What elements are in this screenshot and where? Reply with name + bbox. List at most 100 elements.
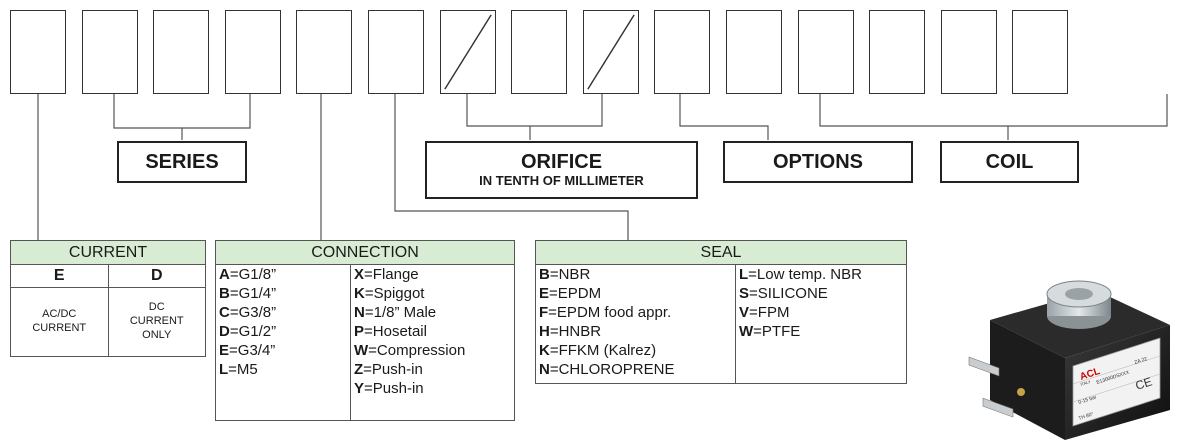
list-item-text: =Spiggot bbox=[364, 285, 425, 302]
list-item-code: P bbox=[354, 323, 365, 340]
code-box bbox=[940, 10, 997, 94]
seal-title: SEAL bbox=[535, 240, 907, 265]
list-item: H=HNBR bbox=[539, 322, 732, 341]
code-box bbox=[81, 10, 138, 94]
coil-image: ACL ITALY ZA 22 E13000DSXXX 0-15 bar TH … bbox=[968, 280, 1170, 440]
slash-icon bbox=[443, 14, 492, 90]
list-item: W=Compression bbox=[354, 341, 511, 360]
list-item: P=Hosetail bbox=[354, 322, 511, 341]
list-item-code: Z bbox=[354, 361, 364, 378]
list-item-code: N bbox=[539, 361, 550, 378]
list-item: A=G1/8” bbox=[219, 265, 347, 284]
code-box bbox=[654, 10, 711, 94]
list-item: K=Spiggot bbox=[354, 284, 511, 303]
list-item-text: =Flange bbox=[364, 266, 419, 283]
current-table: CURRENT E D AC/DC CURRENT DC CURRENT ONL… bbox=[10, 240, 206, 357]
list-item-code: L bbox=[219, 361, 229, 378]
code-box bbox=[153, 10, 210, 94]
list-item: Y=Push-in bbox=[354, 379, 511, 398]
list-item-text: =FPM bbox=[749, 304, 790, 321]
list-item: E=G3/4” bbox=[219, 341, 347, 360]
list-item: C=G3/8” bbox=[219, 303, 347, 322]
list-item-text: =HNBR bbox=[549, 323, 602, 340]
list-item-code: B bbox=[219, 285, 230, 302]
list-item-text: =CHLOROPRENE bbox=[549, 361, 675, 378]
list-item-text: =Compression bbox=[368, 342, 466, 359]
connection-col-left: A=G1/8”B=G1/4”C=G3/8”D=G1/2”E=G3/4”L=M5 bbox=[215, 264, 351, 421]
list-item-code: A bbox=[219, 266, 230, 283]
code-box bbox=[224, 10, 281, 94]
list-item-text: =G1/8” bbox=[229, 266, 277, 283]
list-item-code: W bbox=[354, 342, 369, 359]
orifice-title: ORIFICE bbox=[520, 151, 603, 174]
list-item-code: F bbox=[539, 304, 549, 321]
list-item: D=G1/2” bbox=[219, 322, 347, 341]
series-label: SERIES bbox=[117, 141, 247, 183]
list-item-code: S bbox=[739, 285, 750, 302]
list-item: K=FFKM (Kalrez) bbox=[539, 341, 732, 360]
connection-table: CONNECTION A=G1/8”B=G1/4”C=G3/8”D=G1/2”E… bbox=[215, 240, 515, 421]
list-item-text: =1/8” Male bbox=[364, 304, 437, 321]
list-item-code: N bbox=[354, 304, 365, 321]
list-item: Z=Push-in bbox=[354, 360, 511, 379]
code-box bbox=[368, 10, 424, 94]
list-item-text: =EPDM food appr. bbox=[548, 304, 672, 321]
list-item-code: K bbox=[354, 285, 365, 302]
code-box bbox=[511, 10, 568, 94]
coil-note: TH 80° bbox=[1078, 411, 1095, 422]
list-item-code: X bbox=[354, 266, 365, 283]
coil-brand-sub: ITALY bbox=[1080, 379, 1092, 387]
coil-ce-mark: CE bbox=[1134, 374, 1154, 392]
list-item-text: =Push-in bbox=[363, 361, 423, 378]
list-item: N=CHLOROPRENE bbox=[539, 360, 732, 379]
list-item-text: =Hosetail bbox=[364, 323, 427, 340]
coil-terminals bbox=[968, 356, 1025, 418]
code-box bbox=[797, 10, 854, 94]
connection-title: CONNECTION bbox=[215, 240, 515, 265]
list-item: S=SILICONE bbox=[739, 284, 903, 303]
code-box bbox=[726, 10, 782, 94]
slash-icon bbox=[587, 14, 635, 90]
list-item-text: =Low temp. NBR bbox=[748, 266, 862, 283]
series-bracket bbox=[113, 94, 251, 129]
code-box-slash bbox=[439, 10, 496, 94]
orifice-subtitle: IN TENTH OF MILLIMETER bbox=[479, 173, 644, 189]
coil-rating: 0-15 bar bbox=[1078, 394, 1098, 406]
list-item-text: =FFKM (Kalrez) bbox=[549, 342, 657, 359]
list-item-code: C bbox=[219, 304, 230, 321]
list-item-code: D bbox=[219, 323, 230, 340]
list-item: E=EPDM bbox=[539, 284, 732, 303]
list-item-text: =M5 bbox=[228, 361, 258, 378]
current-desc-e: AC/DC CURRENT bbox=[10, 287, 109, 357]
list-item-text: =EPDM bbox=[549, 285, 602, 302]
list-item-code: Y bbox=[354, 380, 365, 397]
options-connector bbox=[679, 94, 769, 140]
coil-bracket bbox=[819, 94, 1168, 127]
seal-connector bbox=[394, 94, 629, 240]
list-item-text: =G1/4” bbox=[229, 285, 277, 302]
current-title: CURRENT bbox=[10, 240, 206, 265]
list-item-text: =SILICONE bbox=[749, 285, 828, 302]
list-item-code: K bbox=[539, 342, 550, 359]
coil-model: ZA 22 bbox=[1134, 356, 1148, 366]
list-item-code: V bbox=[739, 304, 750, 321]
list-item-code: E bbox=[219, 342, 230, 359]
code-box bbox=[10, 10, 66, 94]
list-item: N=1/8” Male bbox=[354, 303, 511, 322]
list-item: L=M5 bbox=[219, 360, 347, 379]
list-item: B=NBR bbox=[539, 265, 732, 284]
list-item: V=FPM bbox=[739, 303, 903, 322]
list-item: X=Flange bbox=[354, 265, 511, 284]
list-item-text: =G3/8” bbox=[229, 304, 277, 321]
options-label: OPTIONS bbox=[723, 141, 913, 183]
code-box bbox=[296, 10, 353, 94]
list-item: W=PTFE bbox=[739, 322, 903, 341]
list-item-text: =G3/4” bbox=[229, 342, 276, 359]
list-item-code: H bbox=[539, 323, 550, 340]
list-item: B=G1/4” bbox=[219, 284, 347, 303]
list-item-code: W bbox=[739, 323, 754, 340]
